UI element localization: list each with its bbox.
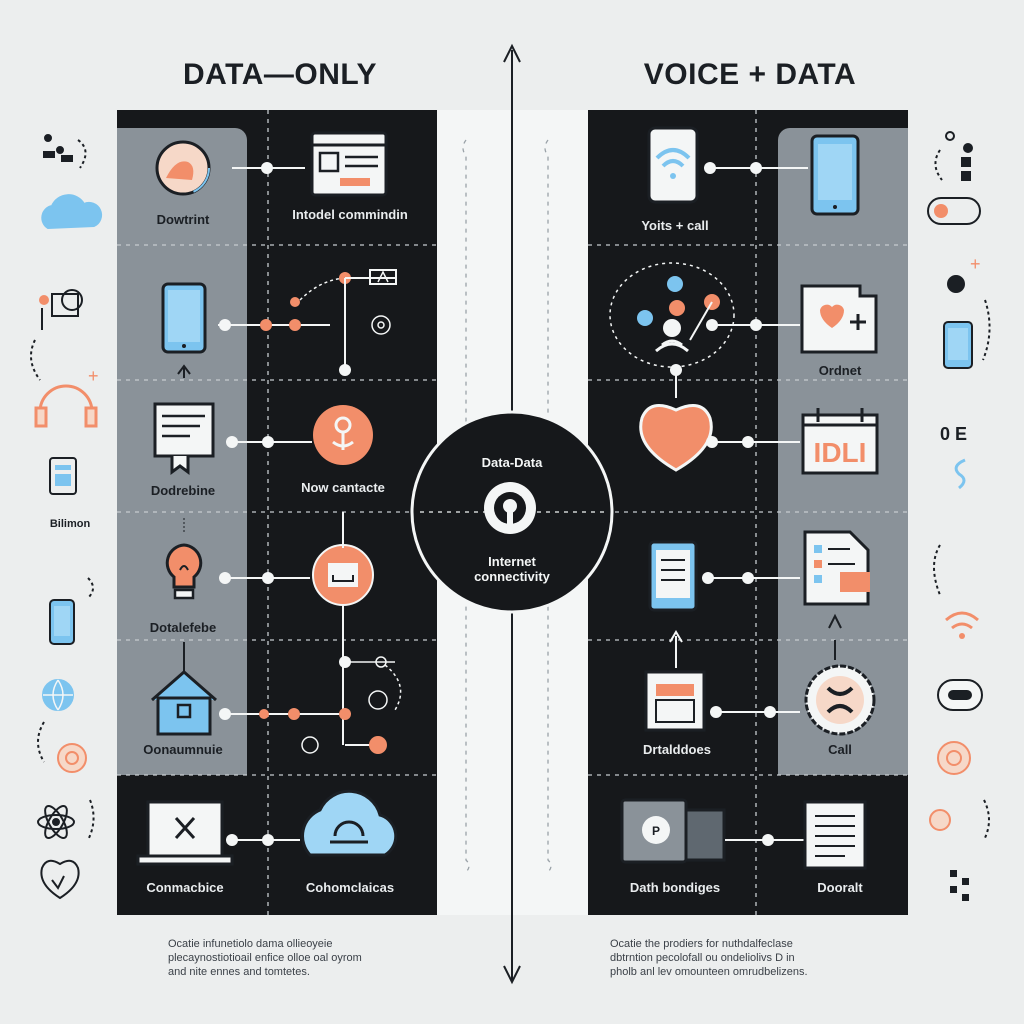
smartphone-icon xyxy=(161,282,207,354)
label-left-3: Dodrebine xyxy=(150,483,216,498)
note-right-line2: dbtrntion pecolofall ou ondeliolivs D in xyxy=(610,952,795,964)
badge-seal-icon xyxy=(804,664,876,736)
network-nodes-icon xyxy=(609,262,735,368)
label-right-3: Drtalddoes xyxy=(643,742,711,757)
cloud-icon xyxy=(41,194,103,230)
battery-icon xyxy=(369,269,397,285)
label-right-6: Dooralt xyxy=(817,880,863,895)
globe-icon xyxy=(42,679,74,711)
note-right-line3: pholb anl lev omounteen omrudbelizens. xyxy=(610,966,808,978)
hub-subtitle: Internet connectivity xyxy=(452,554,572,584)
note-right: Ocatie the prodiers for nuthdalfeclase d… xyxy=(610,937,870,979)
document-window-icon xyxy=(310,131,388,197)
text-document-icon xyxy=(803,800,867,870)
heart-outline-icon xyxy=(40,859,80,900)
swirl-icon xyxy=(57,743,87,773)
pill-badge-icon xyxy=(937,679,983,711)
inbox-icon xyxy=(312,544,374,606)
calendar-icon: IDLI xyxy=(801,408,879,475)
certificate-icon xyxy=(153,402,215,475)
left-edge-icons: + xyxy=(30,134,103,900)
note-left-line3: and nite ennes and tomtetes. xyxy=(168,966,310,978)
tablet-icon xyxy=(810,134,860,216)
right-edge-icons: + 0 E xyxy=(927,131,991,901)
label-right-2: Ordnet xyxy=(818,363,862,378)
badge-edge-icon xyxy=(929,809,951,831)
grid-dots-icon xyxy=(950,870,969,901)
location-pin-icon xyxy=(313,405,373,465)
swirl-edge-icon xyxy=(937,741,971,775)
gear-small-icon xyxy=(371,315,391,335)
label-right-5: Dath bondiges xyxy=(629,880,721,895)
svg-text:+: + xyxy=(970,254,981,274)
profile-icon xyxy=(155,140,211,196)
house-icon xyxy=(151,670,217,736)
center-hub xyxy=(410,410,614,614)
dots-icon xyxy=(43,134,73,162)
toggle-icon xyxy=(927,197,981,225)
wifi-edge-icon xyxy=(945,611,979,639)
checklist-document-icon xyxy=(803,530,870,606)
side-label-left: Bilimon xyxy=(49,518,91,530)
person-screen-icon xyxy=(39,289,83,330)
storage-box-icon xyxy=(644,670,706,732)
share-nodes-icon xyxy=(945,131,973,181)
label-left-2: Intodel commindin xyxy=(292,207,408,222)
wifi-phone-icon xyxy=(647,126,699,204)
label-left-1: Dowtrint xyxy=(156,212,210,227)
heart-folder-icon xyxy=(800,284,878,354)
headphones-icon xyxy=(34,384,98,428)
note-right-line1: Ocatie the prodiers for nuthdalfeclase xyxy=(610,938,793,950)
laptop-icon xyxy=(136,800,234,866)
hub-title: Data-Data xyxy=(481,455,543,470)
ereader-icon xyxy=(648,540,698,612)
lightbulb-icon xyxy=(165,543,203,600)
svg-text:P: P xyxy=(652,824,660,838)
svg-text:0 E: 0 E xyxy=(940,424,967,444)
atom-icon xyxy=(37,805,75,839)
heart-icon xyxy=(639,404,713,472)
label-right-1: Yoits + call xyxy=(641,218,709,233)
svg-text:IDLI: IDLI xyxy=(814,437,867,468)
note-left-line2: plecaynostiotioail enfice olloe oal oyro… xyxy=(168,952,362,964)
label-left-5: Dotalefebe xyxy=(149,620,217,635)
label-left-6: Oonaumnuie xyxy=(143,742,223,757)
label-left-7: Conmacbice xyxy=(146,880,224,895)
left-separators xyxy=(117,110,437,915)
hub-subtitle-line2: connectivity xyxy=(474,569,550,584)
note-left-line1: Ocatie infunetiolo dama ollieoyeie xyxy=(168,938,333,950)
heading-voice-data: VOICE + DATA xyxy=(643,58,857,91)
phone-small-icon xyxy=(49,599,75,645)
cloud-sync-icon xyxy=(301,789,398,857)
svg-text:+: + xyxy=(88,366,99,386)
label-left-8: Cohomclaicas xyxy=(305,880,395,895)
label-right-4: Call xyxy=(828,742,852,757)
hub-subtitle-line1: Internet xyxy=(488,554,536,569)
note-left: Ocatie infunetiolo dama ollieoyeie pleca… xyxy=(168,937,428,979)
phone-edge-icon xyxy=(943,321,973,369)
heading-data-only: DATA—ONLY xyxy=(183,58,377,91)
label-left-4: Now cantacte xyxy=(301,480,385,495)
dollar-icon xyxy=(954,458,966,490)
calculator-icon xyxy=(49,457,77,495)
monitor-play-icon: P xyxy=(620,798,726,864)
